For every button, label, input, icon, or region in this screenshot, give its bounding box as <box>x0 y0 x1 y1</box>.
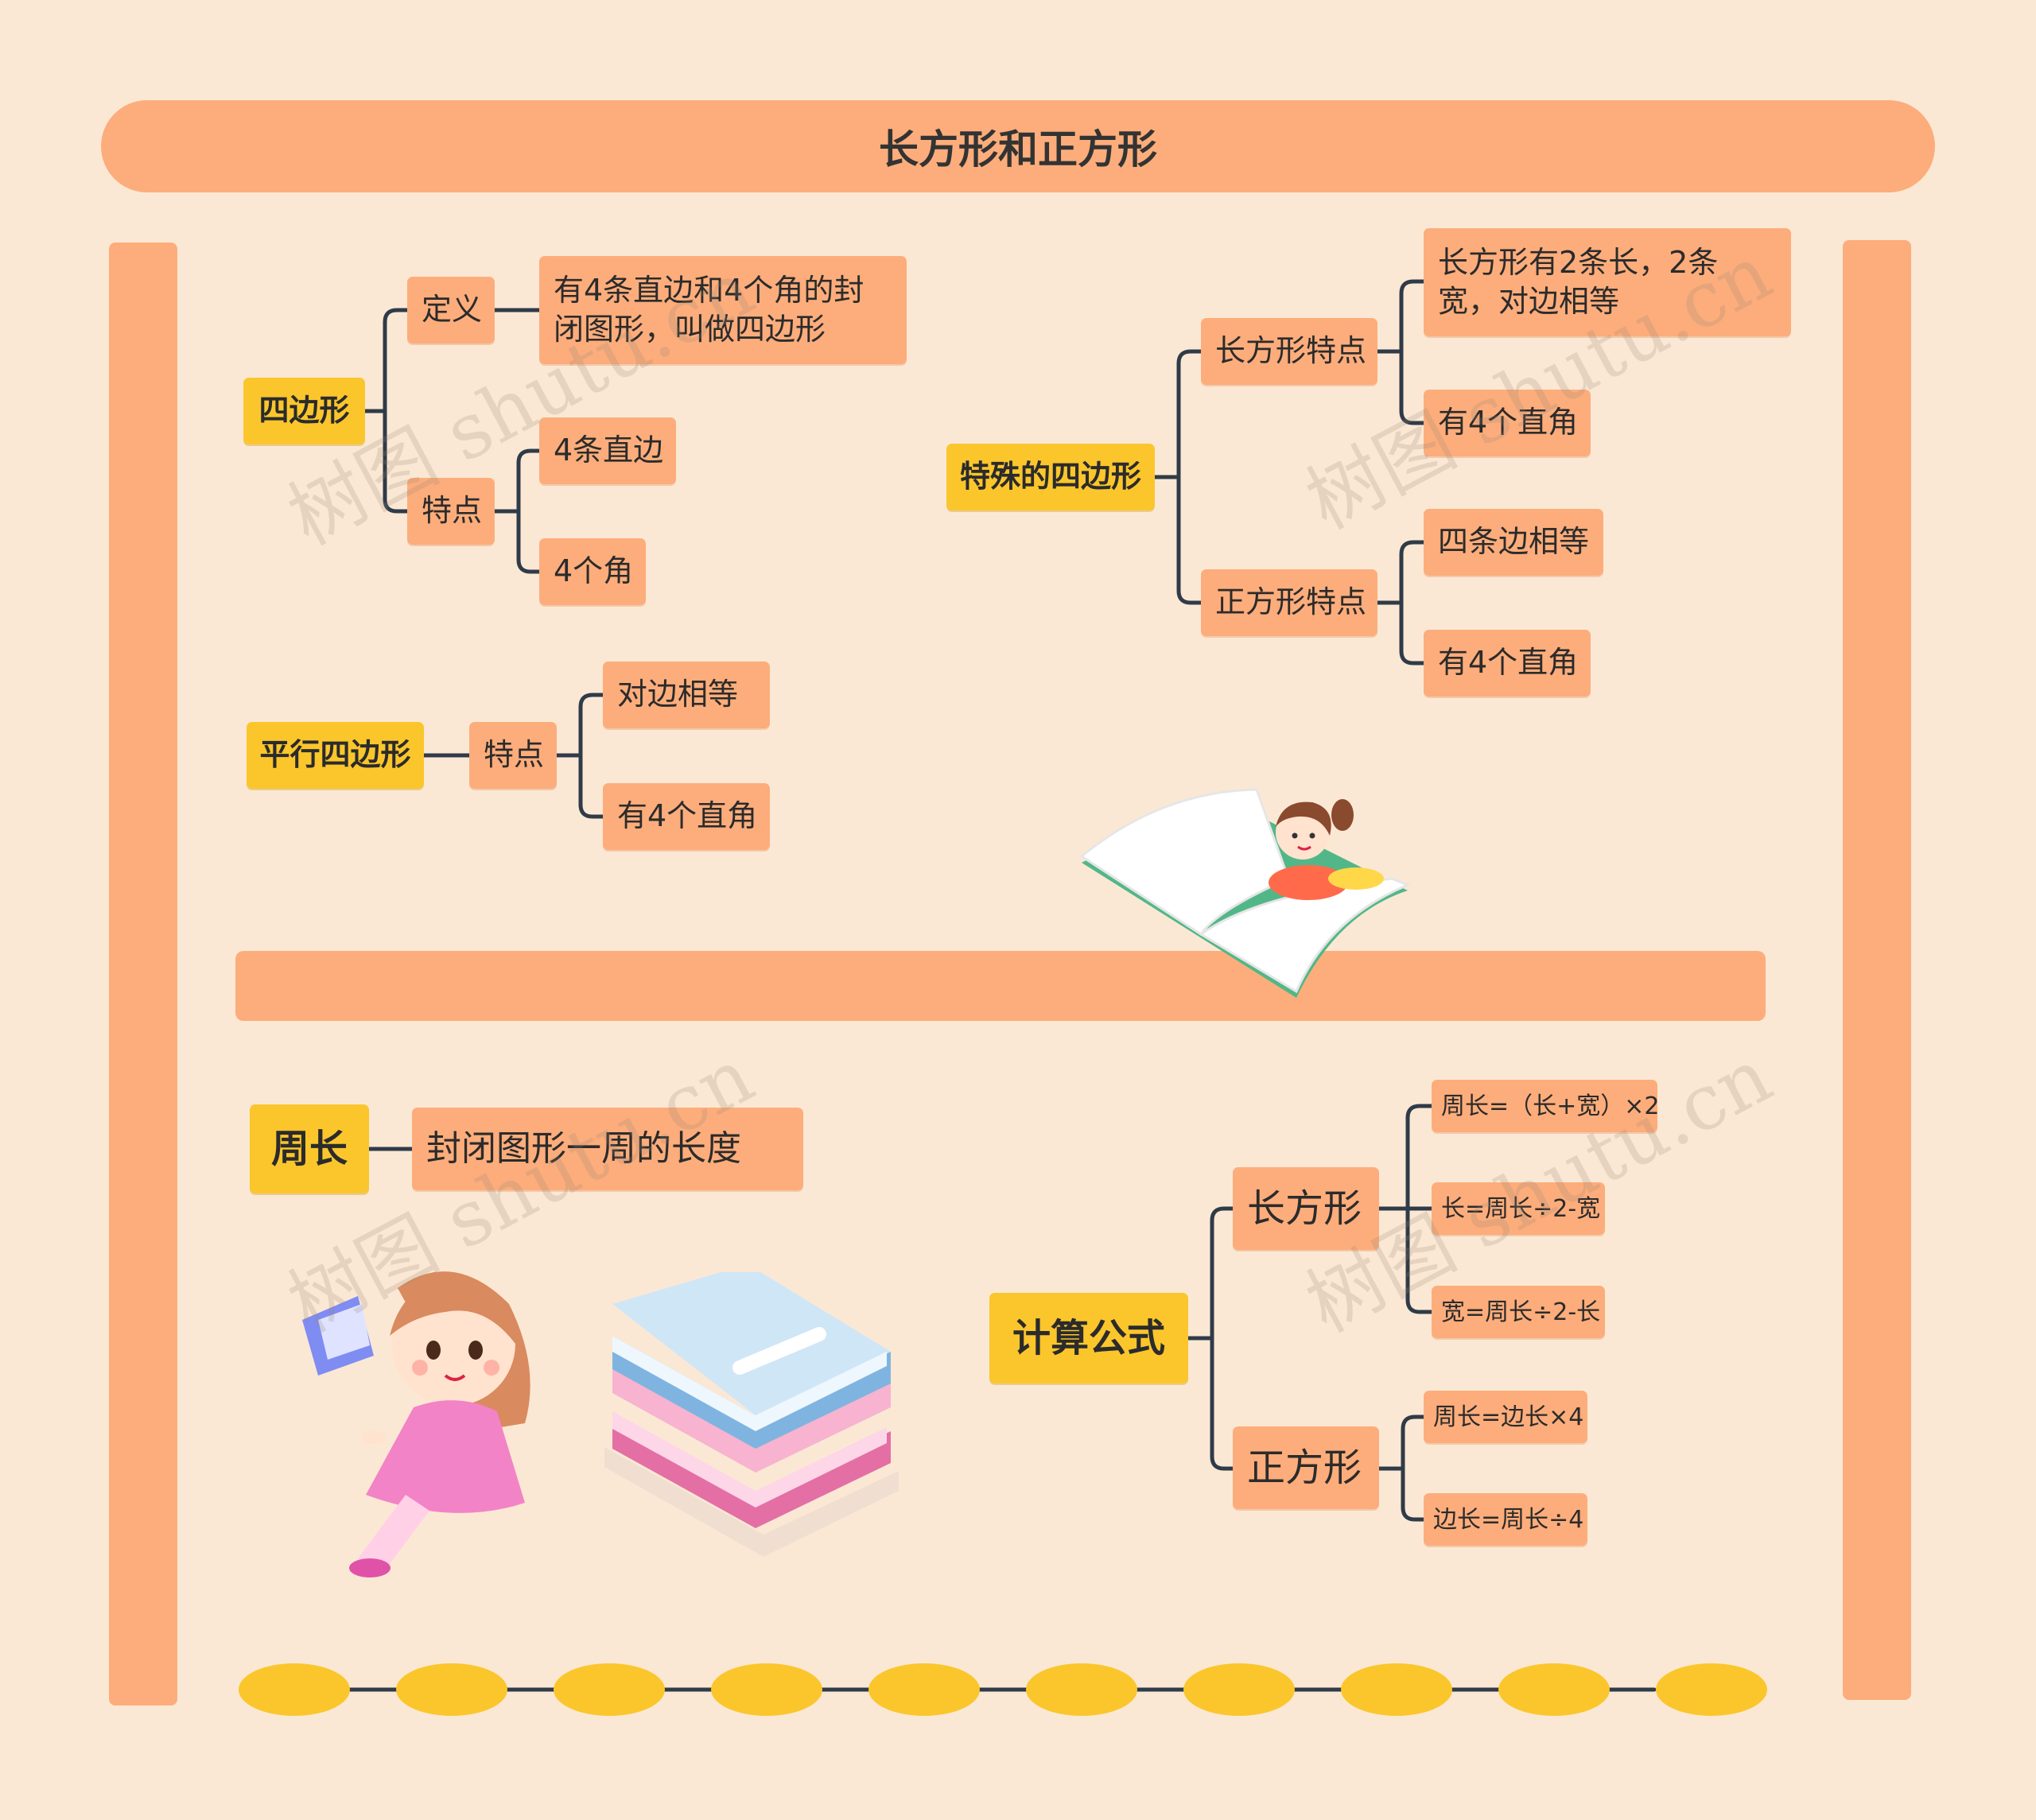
definition-text-node[interactable]: 有4条直边和4个角的封闭图形，叫做四边形 <box>539 256 907 364</box>
rect-formula-node[interactable]: 周长=（长+宽）×2 <box>1432 1080 1660 1132</box>
quad-feature-node[interactable]: 4个角 <box>539 538 646 605</box>
parallelogram-feature-node[interactable]: 有4个直角 <box>603 783 770 850</box>
parallelogram-feature-node[interactable]: 对边相等 <box>603 662 770 728</box>
rect-feature-node[interactable]: 长方形有2条长，2条宽，对边相等 <box>1424 228 1791 336</box>
book-stack-illustration <box>604 1272 899 1557</box>
chain-dot <box>1183 1663 1295 1716</box>
girl-on-book-illustration <box>1079 788 1411 998</box>
quad-feature-node[interactable]: 4条直边 <box>539 417 676 484</box>
chain-dot <box>711 1663 822 1716</box>
chain-dot <box>1498 1663 1610 1716</box>
quadrilateral-root-node[interactable]: 四边形 <box>243 378 365 444</box>
square-feature-node[interactable]: 四条边相等 <box>1424 509 1603 576</box>
perimeter-text-node[interactable]: 封闭图形一周的长度 <box>412 1108 803 1190</box>
chain-dot <box>868 1663 980 1716</box>
parallelogram-root-node[interactable]: 平行四边形 <box>247 722 424 789</box>
definition-label-node[interactable]: 定义 <box>407 277 495 343</box>
special-quadrilateral-root-node[interactable]: 特殊的四边形 <box>946 444 1155 510</box>
chain-dot <box>239 1663 350 1716</box>
square-feature-node[interactable]: 有4个直角 <box>1424 630 1591 697</box>
formulas-root-node[interactable]: 计算公式 <box>989 1293 1188 1383</box>
rect-formula-node[interactable]: 宽=周长÷2-长 <box>1432 1286 1605 1338</box>
chain-dot <box>396 1663 507 1716</box>
chain-dot <box>1341 1663 1452 1716</box>
quad-features-label-node[interactable]: 特点 <box>407 478 495 545</box>
square-formula-node[interactable]: 边长=周长÷4 <box>1424 1493 1587 1546</box>
square-formula-label-node[interactable]: 正方形 <box>1233 1426 1379 1509</box>
parallelogram-features-label-node[interactable]: 特点 <box>469 722 557 789</box>
girl-reading-illustration <box>302 1271 530 1577</box>
chain-dot <box>554 1663 665 1716</box>
square-features-label-node[interactable]: 正方形特点 <box>1201 569 1377 636</box>
right-frame-band <box>1843 240 1911 1700</box>
rect-feature-node[interactable]: 有4个直角 <box>1424 390 1591 456</box>
rect-features-label-node[interactable]: 长方形特点 <box>1201 318 1377 385</box>
chain-dot <box>1656 1663 1767 1716</box>
middle-divider-band <box>235 951 1766 1021</box>
chain-dot <box>1026 1663 1137 1716</box>
left-frame-band <box>109 243 177 1706</box>
rect-formula-label-node[interactable]: 长方形 <box>1233 1167 1379 1250</box>
square-formula-node[interactable]: 周长=边长×4 <box>1424 1391 1587 1443</box>
perimeter-root-node[interactable]: 周长 <box>250 1104 369 1193</box>
page-title: 长方形和正方形 <box>101 100 1935 192</box>
rect-formula-node[interactable]: 长=周长÷2-宽 <box>1432 1182 1605 1235</box>
